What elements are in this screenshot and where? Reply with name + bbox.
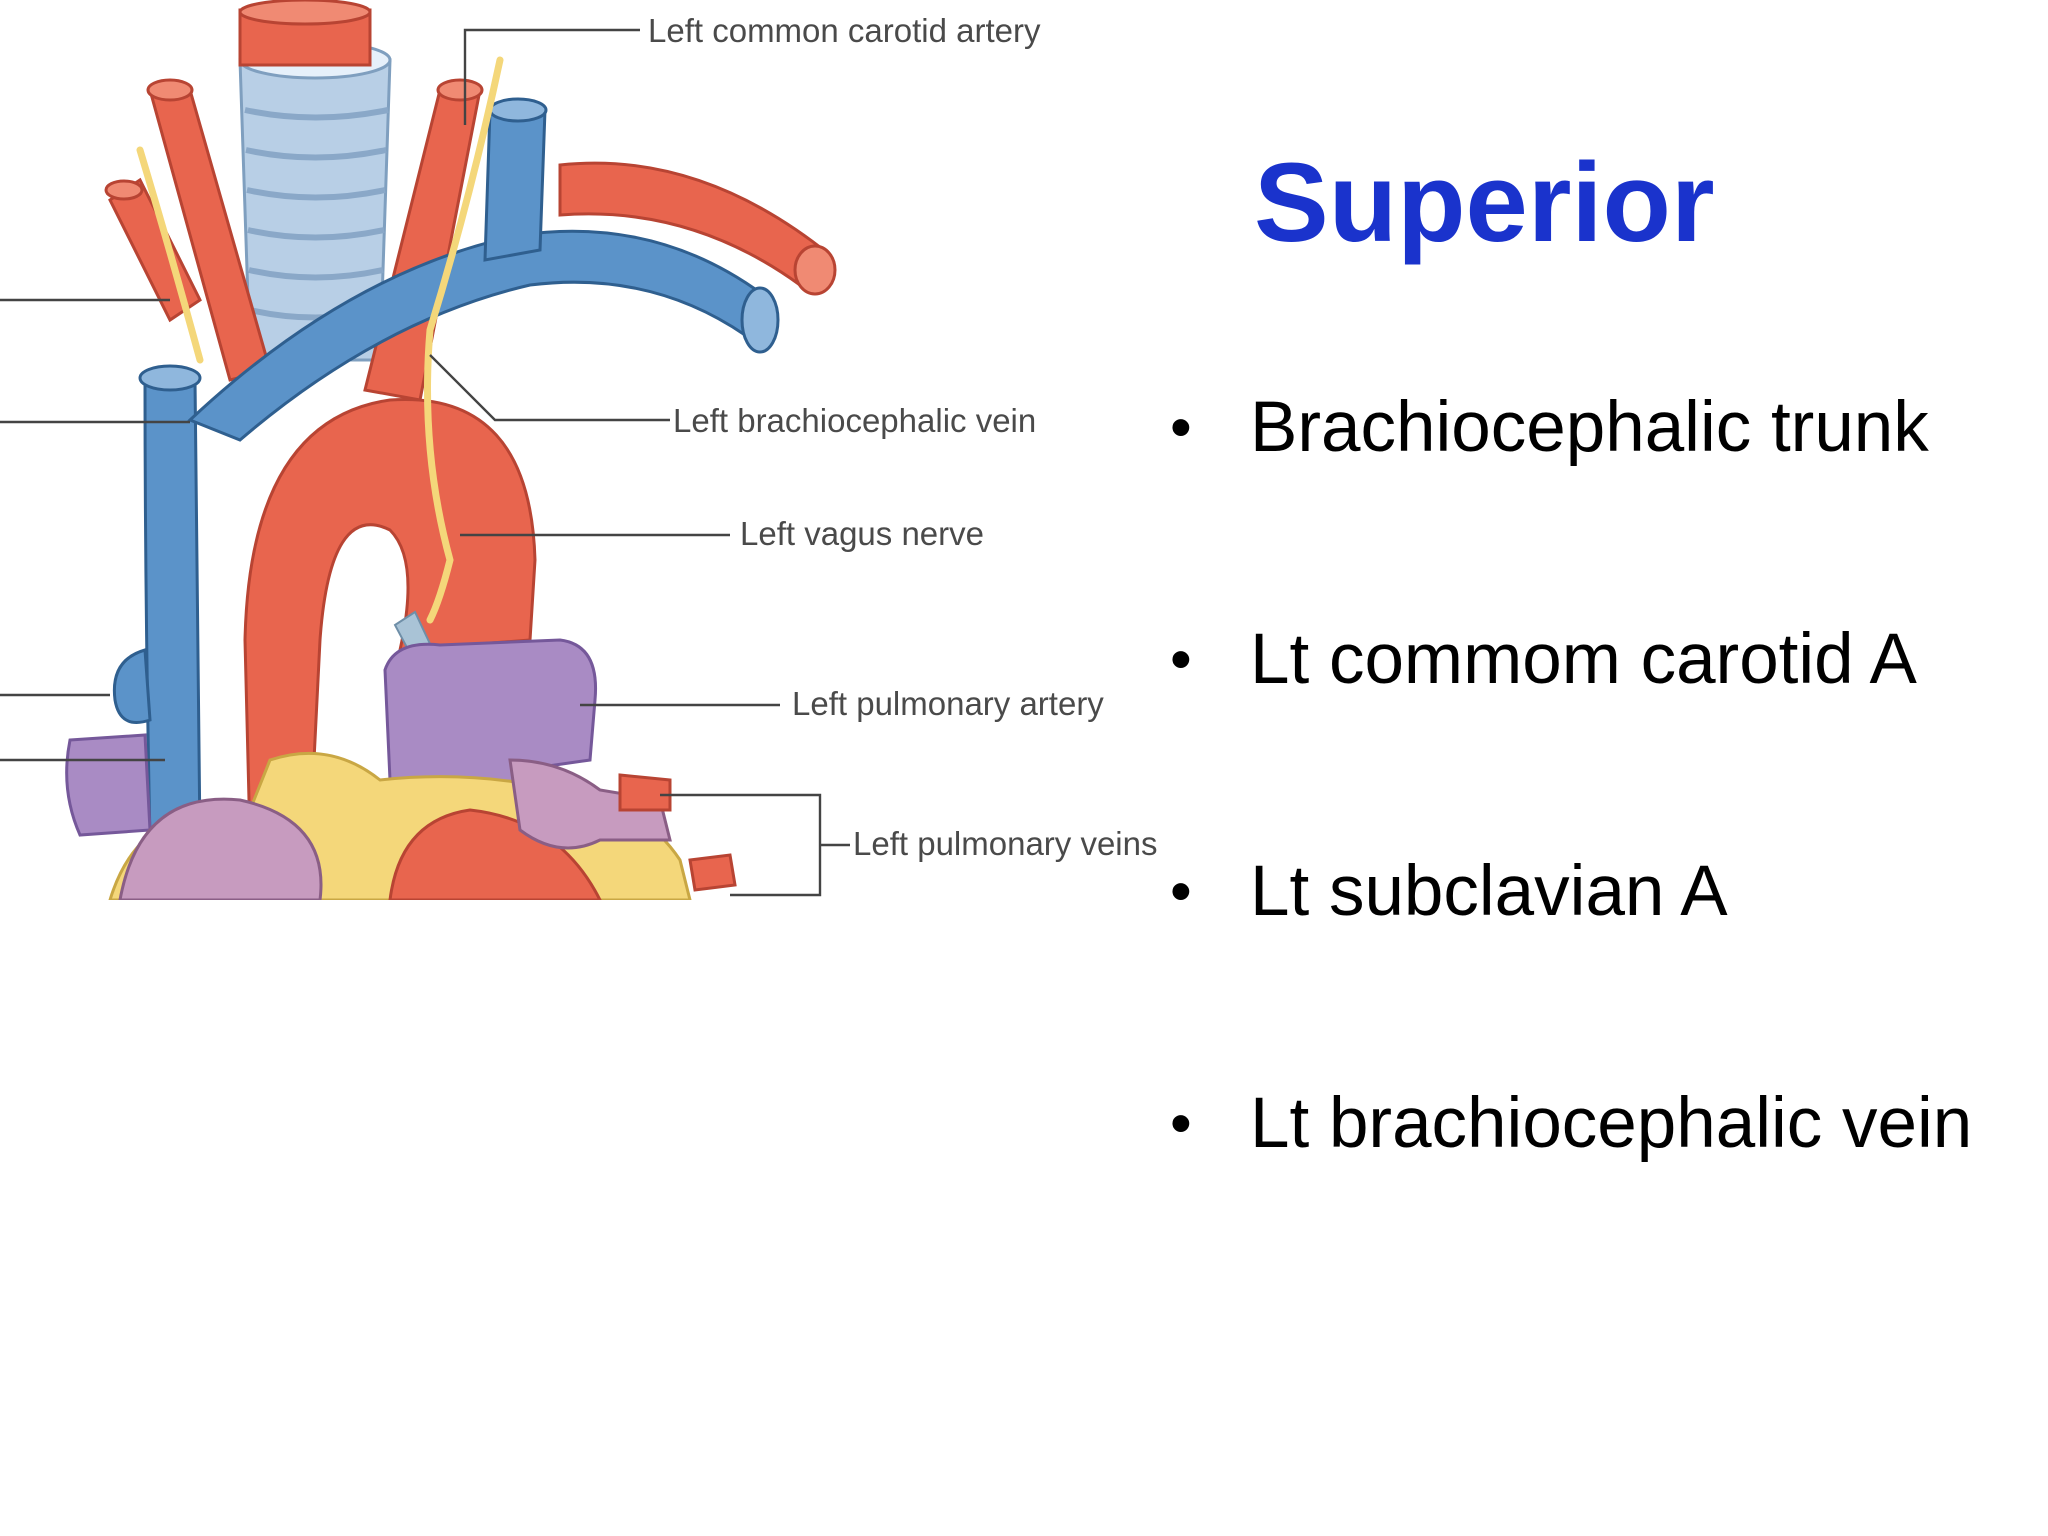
bullet-item: • Brachiocephalic trunk	[1170, 378, 2030, 610]
leader-lines	[0, 28, 850, 897]
bullet-dot-icon: •	[1170, 625, 1192, 694]
bullet-text: Brachiocephalic trunk	[1250, 388, 1929, 467]
label-left-pulmonary-artery: Left pulmonary artery	[792, 685, 1104, 722]
label-left-brachiocephalic-vein: Left brachiocephalic vein	[673, 402, 1036, 439]
bullet-item: • Lt subclavian A	[1170, 842, 2030, 1074]
bullet-item: • Lt brachiocephalic vein	[1170, 1074, 2030, 1306]
bullet-dot-icon: •	[1170, 857, 1192, 926]
right-pulmonary-artery	[65, 733, 152, 837]
bullet-text: Lt commom carotid A	[1250, 620, 1917, 699]
label-left-vagus-nerve: Left vagus nerve	[740, 515, 984, 552]
bullet-text: Lt subclavian A	[1250, 852, 1728, 931]
label-left-pulmonary-veins: Left pulmonary veins	[853, 825, 1158, 862]
aortic-arch	[243, 397, 537, 842]
bullet-dot-icon: •	[1170, 393, 1192, 462]
bullet-dot-icon: •	[1170, 1089, 1192, 1158]
label-left-common-carotid-artery: Left common carotid artery	[648, 12, 1041, 49]
venous-system	[112, 97, 780, 842]
left-pulmonary-veins	[508, 758, 737, 892]
nerves	[136, 56, 504, 624]
bullet-item: • Lt commom carotid A	[1170, 610, 2030, 842]
bullet-text: Lt brachiocephalic vein	[1250, 1084, 1973, 1163]
esophagus	[238, 0, 372, 67]
slide-title: Superior	[1254, 140, 1715, 265]
anatomy-figure: Left common carotid artery Left brachioc…	[0, 0, 1180, 900]
bullet-list: • Brachiocephalic trunk • Lt commom caroti…	[1170, 378, 2030, 1306]
